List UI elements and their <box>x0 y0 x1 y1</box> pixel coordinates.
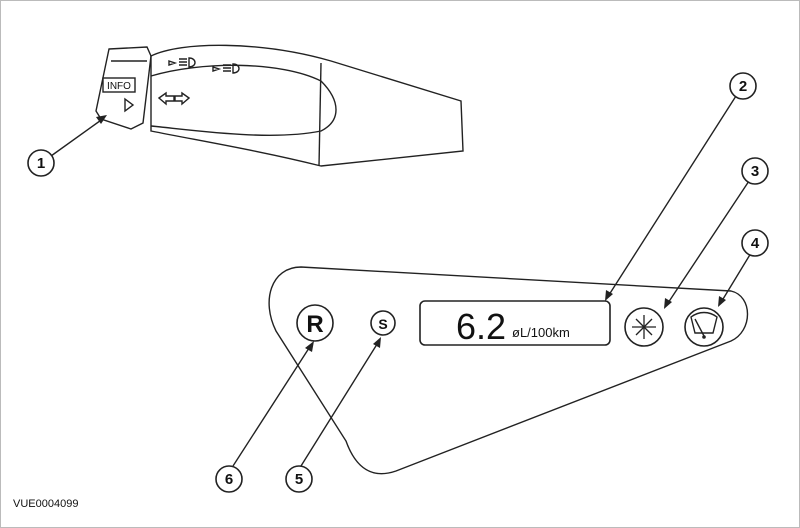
play-arrow-icon <box>124 97 135 113</box>
display-value: 6.2 <box>456 306 506 347</box>
turn-signal-arrows-icon <box>157 91 191 106</box>
callout-5: 5 <box>285 465 313 493</box>
windscreen-wiper-icon <box>690 311 718 339</box>
info-label-box <box>102 77 136 93</box>
svg-text:4: 4 <box>751 235 760 252</box>
display-unit: øL/100km <box>512 325 570 340</box>
display-panel-outline <box>268 266 749 475</box>
select-label: S <box>378 316 387 332</box>
leader-lines <box>50 95 752 467</box>
callout-1: 1 <box>27 149 55 177</box>
wiper-button[interactable] <box>684 307 724 347</box>
callout-3: 3 <box>741 157 769 185</box>
indicator-stalk: INFO <box>95 44 464 167</box>
info-label: INFO <box>107 81 131 92</box>
reset-label: R <box>306 311 323 338</box>
lcd-display <box>419 300 611 346</box>
svg-text:2: 2 <box>739 78 747 95</box>
svg-text:1: 1 <box>37 155 45 172</box>
callout-4: 4 <box>741 229 769 257</box>
svg-text:5: 5 <box>295 471 303 488</box>
snowflake-icon <box>632 315 656 339</box>
callout-6: 6 <box>215 465 243 493</box>
reset-button[interactable] <box>296 304 334 342</box>
reference-code: VUE0004099 <box>13 498 79 510</box>
callout-2: 2 <box>729 72 757 100</box>
svg-text:3: 3 <box>751 163 759 180</box>
info-button[interactable] <box>95 46 152 130</box>
svg-text:6: 6 <box>225 471 233 488</box>
select-button[interactable] <box>370 310 396 336</box>
headlamp-icon <box>168 57 240 74</box>
